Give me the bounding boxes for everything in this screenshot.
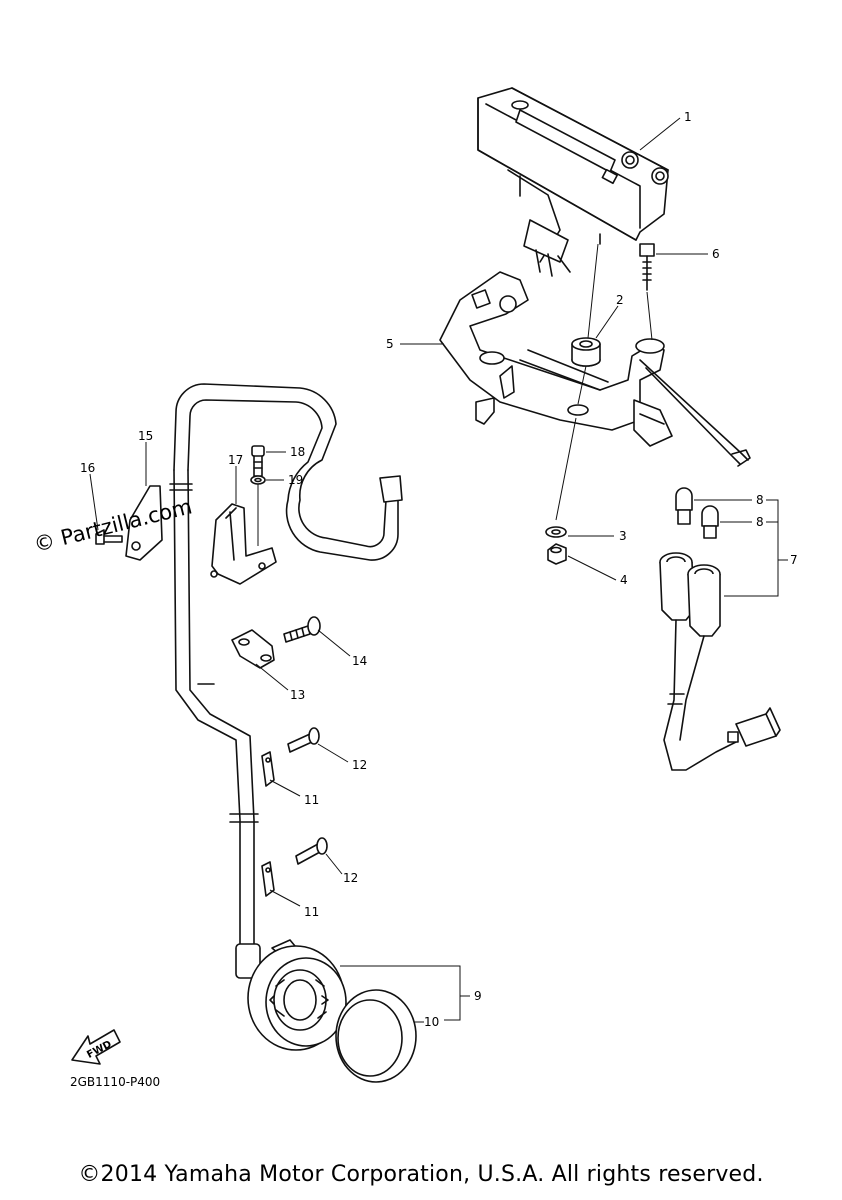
callout-label-2: 2	[616, 293, 624, 307]
callout-label-8b: 8	[756, 515, 764, 529]
callout-label-12b: 12	[343, 871, 358, 885]
assembly-line-right	[646, 291, 653, 341]
callout-label-5: 5	[386, 337, 394, 351]
callout-label-17: 17	[228, 453, 243, 467]
callout-label-19: 19	[288, 473, 303, 487]
callout-18: 18	[266, 445, 305, 459]
callout-11b: 11	[269, 889, 319, 919]
callout-label-3: 3	[619, 529, 627, 543]
callout-4: 4	[567, 555, 628, 587]
cable-clamp-11a[interactable]	[261, 751, 275, 787]
callout-label-14: 14	[352, 654, 367, 668]
callout-13: 13	[255, 663, 305, 702]
sensor-ring-10[interactable]	[335, 989, 417, 1083]
callout-8: 8 8	[694, 493, 779, 597]
callout-2: 2	[595, 293, 624, 339]
meter-assembly[interactable]	[477, 87, 669, 277]
callout-label-13: 13	[290, 688, 305, 702]
damper-2[interactable]	[571, 337, 601, 367]
assembly-line-left	[555, 243, 599, 521]
callout-1: 1	[639, 110, 692, 151]
callout-12b: 12	[325, 853, 358, 885]
callout-3: 3	[568, 529, 627, 543]
speedometer-cable[interactable]	[169, 383, 403, 979]
callout-label-16: 16	[80, 461, 95, 475]
callout-label-6: 6	[712, 247, 720, 261]
fwd-arrow-icon: FWD	[71, 1029, 121, 1065]
watermark: © Partzilla.com	[31, 494, 194, 556]
callout-15: 15	[138, 429, 153, 486]
callout-label-12a: 12	[352, 758, 367, 772]
cable-guide-17[interactable]	[210, 503, 277, 585]
callout-16: 16	[80, 461, 99, 531]
holder-13[interactable]	[231, 629, 275, 669]
callout-label-9: 9	[474, 989, 482, 1003]
guide-plate-15[interactable]	[125, 485, 163, 561]
meter-stay-bracket-5[interactable]	[439, 271, 751, 467]
callout-label-18: 18	[290, 445, 305, 459]
bulb-8a[interactable]	[675, 487, 693, 525]
callout-9: 9	[340, 965, 482, 1021]
washer-3[interactable]	[545, 526, 567, 538]
callout-12a: 12	[317, 743, 367, 772]
callout-11a: 11	[269, 779, 319, 807]
callout-19: 19	[257, 473, 303, 546]
callout-label-8a: 8	[756, 493, 764, 507]
screw-16[interactable]	[95, 529, 123, 545]
callout-6: 6	[656, 247, 720, 261]
speedometer-sensor-9[interactable]	[247, 939, 347, 1051]
callout-label-10: 10	[424, 1015, 439, 1029]
callout-14: 14	[317, 629, 367, 668]
screw-12b[interactable]	[295, 837, 328, 865]
diagram-code: 2GB1110-P400	[70, 1075, 160, 1089]
screw-14[interactable]	[283, 616, 321, 643]
callout-label-1: 1	[684, 110, 692, 124]
washer-19[interactable]	[250, 475, 266, 485]
callout-label-11b: 11	[304, 905, 319, 919]
callout-5: 5	[386, 337, 444, 351]
bulb-8b[interactable]	[701, 505, 719, 539]
callout-7: 7	[778, 553, 798, 567]
nut-4[interactable]	[547, 543, 567, 565]
screw-12a[interactable]	[287, 727, 320, 753]
cable-clamp-11b[interactable]	[261, 861, 275, 897]
callout-17: 17	[228, 453, 243, 504]
callout-label-7: 7	[790, 553, 798, 567]
callout-10: 10	[414, 1015, 439, 1029]
callout-label-11a: 11	[304, 793, 319, 807]
bolt-18[interactable]	[251, 445, 265, 477]
lamp-socket-cord-7[interactable]	[659, 552, 781, 771]
callout-label-15: 15	[138, 429, 153, 443]
copyright-notice: ©2014 Yamaha Motor Corporation, U.S.A. A…	[78, 1162, 764, 1187]
callout-label-4: 4	[620, 573, 628, 587]
bolt-6[interactable]	[639, 243, 655, 291]
